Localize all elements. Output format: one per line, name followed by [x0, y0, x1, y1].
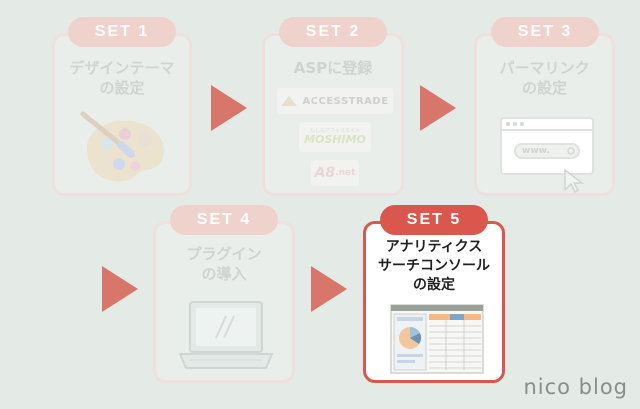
accesstrade-logo: ACCESSTRADE [277, 88, 393, 114]
browser-window-icon [500, 117, 594, 175]
arrow-right-icon [102, 266, 138, 312]
step-3-title: パーマリンク の設定 [499, 59, 590, 97]
step-5-title: アナリティクス サーチコンソール の設定 [378, 239, 490, 293]
moshimo-logo: もしもアフィリエイト MOSHIMO [299, 122, 371, 152]
step-4-title: プラグイン の導入 [186, 245, 262, 283]
step-badge-1: SET 1 [68, 17, 176, 47]
arrow-right-icon [311, 266, 347, 312]
step-badge-4: SET 4 [170, 205, 278, 235]
step-card-1: デザインテーマ の設定 [52, 33, 192, 196]
step-2-title: ASPに登録 [293, 59, 373, 77]
paint-palette-icon [80, 111, 164, 182]
site-watermark: nico blog [523, 375, 628, 399]
a8-logo: A8 .net [311, 160, 359, 186]
step-card-2: ASPに登録 ACCESSTRADE もしもアフィリエイト MOSHIMO A8… [262, 33, 404, 196]
cursor-icon [564, 168, 585, 194]
accesstrade-mark-icon [281, 96, 298, 106]
laptop-icon [178, 301, 274, 369]
step-badge-5: SET 5 [380, 205, 488, 235]
step-badge-2: SET 2 [279, 17, 387, 47]
arrow-right-icon [420, 85, 456, 131]
step-badge-3: SET 3 [491, 17, 599, 47]
step-card-4: プラグイン の導入 [153, 221, 295, 383]
step-card-5: アナリティクス サーチコンソール の設定 [363, 221, 505, 383]
arrow-right-icon [211, 85, 247, 131]
step-card-3: パーマリンク の設定 www. [474, 33, 615, 196]
analytics-dashboard-icon [390, 304, 484, 374]
url-text: www. [522, 146, 550, 156]
step-1-title: デザインテーマ の設定 [69, 59, 175, 97]
